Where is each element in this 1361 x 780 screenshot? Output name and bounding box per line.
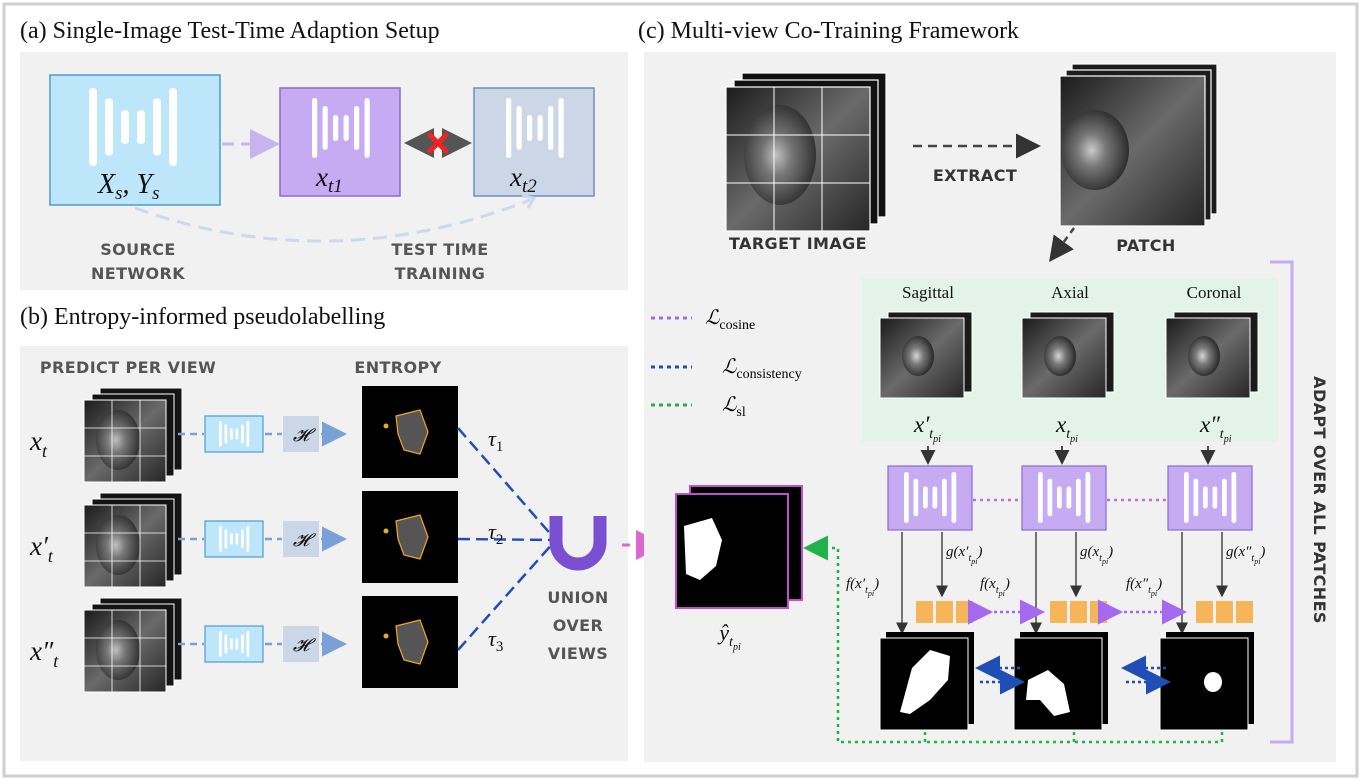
view-network-box: [1021, 465, 1107, 531]
entropy-region: [395, 514, 429, 560]
input-tissue: [96, 410, 140, 470]
pseudolabel-output: [675, 485, 803, 609]
feature-cell: [1050, 601, 1067, 623]
feature-cell: [1070, 601, 1087, 623]
sl-loop-left: [803, 535, 927, 744]
tau-line: [457, 537, 555, 542]
xt2-network-box: [473, 87, 595, 197]
sl-loop-right: [1074, 725, 1224, 744]
feature-cell: [1196, 601, 1213, 623]
input-tissue: [96, 515, 140, 575]
panel-b-title: (b) Entropy-informed pseudolabelling: [20, 304, 385, 330]
sl-loop-mid: [925, 725, 1076, 744]
source-caption-2: NETWORK: [91, 264, 185, 283]
ttt-caption-1: TEST TIME: [391, 240, 488, 259]
patch-stack: [1059, 63, 1218, 227]
mask-shape: [900, 650, 950, 714]
tau-line: [457, 541, 555, 651]
view-tissue: [1188, 336, 1220, 376]
extract-label: EXTRACT: [933, 166, 1017, 185]
mask-front: [1159, 637, 1249, 731]
view-name: Axial: [1051, 283, 1089, 302]
view-network-box: [887, 465, 973, 531]
predict-network-box: [204, 625, 264, 663]
entropy-spot: [383, 423, 389, 429]
entropy-spot: [383, 528, 389, 534]
panel-a-title: (a) Single-Image Test-Time Adaption Setu…: [20, 18, 440, 44]
entropy-region: [395, 409, 429, 455]
view-tissue: [1044, 336, 1076, 376]
union-caption-3: VIEWS: [548, 644, 608, 663]
test-time-arrowhead: [521, 194, 537, 209]
entropy-spot: [383, 633, 389, 639]
input-tissue: [96, 620, 140, 680]
adapt-bracket: [1270, 260, 1294, 744]
union-caption-1: UNION: [547, 588, 608, 607]
panel-c-title: (c) Multi-view Co-Training Framework: [638, 18, 1019, 44]
legend-consistency: ℒconsistency: [722, 356, 802, 382]
feature-cell: [1090, 601, 1107, 623]
patch-label: PATCH: [1116, 236, 1175, 255]
source-network-box: [49, 74, 221, 206]
predict-label: PREDICT PER VIEW: [40, 358, 216, 377]
target-image-stack: [725, 72, 887, 232]
view-name: Coronal: [1187, 283, 1242, 302]
entropy-region: [395, 619, 429, 665]
union-icon: [549, 516, 607, 571]
feature-cell: [916, 601, 933, 623]
entropy-op-box: [283, 521, 319, 557]
source-caption-1: SOURCE: [100, 240, 176, 259]
adapt-label: ADAPT OVER ALL PATCHES: [1310, 376, 1329, 624]
entropy-op-box: [283, 416, 319, 452]
feature-cell: [1216, 601, 1233, 623]
feature-cell: [936, 601, 953, 623]
test-time-arc: [134, 198, 531, 243]
view-network-box: [1167, 465, 1253, 531]
predict-network-box: [204, 520, 264, 558]
xt1-network-box: [279, 87, 401, 197]
view-tissue: [902, 336, 934, 376]
entropy-op-box: [283, 626, 319, 662]
predict-network-box: [204, 415, 264, 453]
target-image-label: TARGET IMAGE: [729, 234, 867, 253]
cross-icon: [427, 132, 449, 154]
union-caption-2: OVER: [553, 616, 603, 635]
source-box-label: Xs, Ys: [97, 169, 160, 204]
feature-cell: [1236, 601, 1253, 623]
tau-line: [457, 427, 555, 539]
feature-cell: [956, 601, 973, 623]
mask-shape: [1204, 672, 1222, 692]
ttt-caption-2: TRAINING: [395, 264, 486, 283]
view-name: Sagittal: [902, 283, 954, 302]
mask-shape: [1026, 670, 1070, 716]
entropy-label: ENTROPY: [354, 358, 441, 377]
